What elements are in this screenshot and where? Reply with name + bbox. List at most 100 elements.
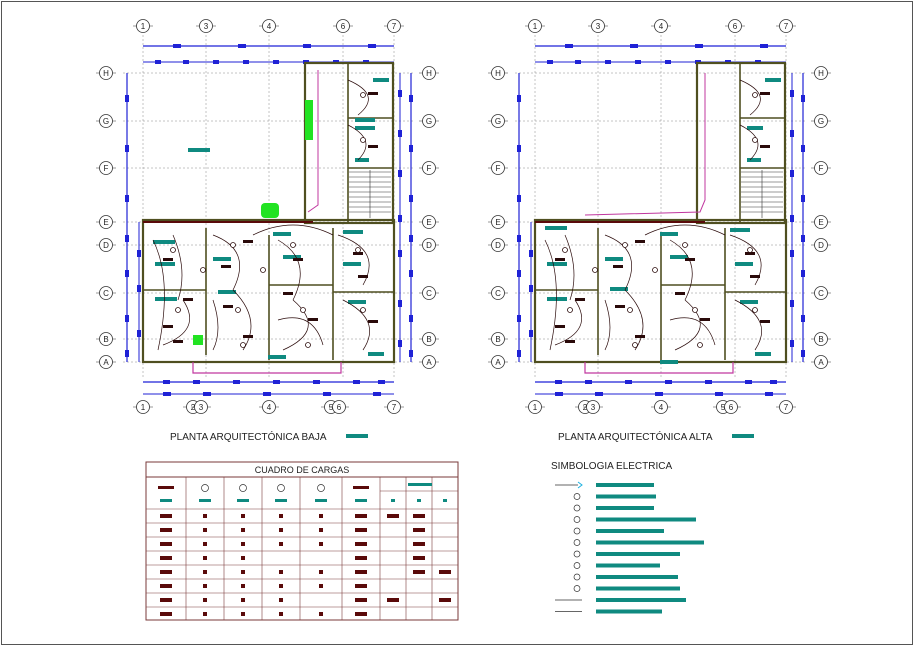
- grid-bubble-right: [422, 355, 436, 369]
- grid-bubble-right-label: B: [426, 335, 431, 344]
- load-table-value: [279, 514, 283, 518]
- grid-bubble-left: [491, 286, 505, 300]
- dimension-tag: [790, 340, 794, 347]
- load-table-value: [241, 598, 245, 602]
- load-table-header-tag: [408, 483, 432, 486]
- load-table-header-label: [158, 486, 174, 489]
- circuit-label: [745, 252, 755, 255]
- three-way-switch-symbol: [573, 516, 581, 523]
- light-fixture: [652, 267, 658, 273]
- dimension-tag: [409, 315, 413, 322]
- grid-bubble-left-label: G: [103, 117, 109, 126]
- grid-bubble-left: [491, 66, 505, 80]
- dimension-tag: [213, 60, 219, 64]
- upper-floor-title-tag: [732, 434, 754, 438]
- grid-bubble-left: [491, 355, 505, 369]
- circuit-wire: [739, 79, 761, 116]
- load-table-header-tag: [391, 499, 395, 502]
- dimension-tag: [705, 380, 712, 384]
- load-table-value: [319, 570, 323, 574]
- load-table-value: [160, 570, 172, 574]
- dimension-tag: [745, 380, 752, 384]
- dimension-tag: [715, 392, 723, 396]
- dimension-tag: [517, 235, 521, 242]
- light-fixture: [360, 137, 366, 143]
- grid-bubble-bottom-label: 2: [191, 403, 196, 412]
- grid-bubble-top-label: 6: [733, 22, 738, 31]
- dimension-tag: [790, 250, 794, 257]
- grid-bubble-right: [422, 238, 436, 252]
- grid-bubble-left-label: A: [495, 358, 501, 367]
- dimension-tag: [801, 315, 805, 322]
- circuit-wire: [669, 317, 716, 346]
- load-table-value: [279, 598, 283, 602]
- room-label-tag: [355, 118, 375, 122]
- circuit-wire: [277, 239, 301, 301]
- dimension-tag: [409, 270, 413, 277]
- circuit-label: [243, 335, 253, 338]
- light-fixture: [752, 92, 758, 98]
- light-fixture: [355, 247, 361, 253]
- load-table-value: [355, 542, 367, 546]
- load-table-value: [241, 514, 245, 518]
- load-table-value: [355, 528, 367, 532]
- dimension-tag: [760, 44, 768, 48]
- grid-bubble-bottom: [387, 400, 401, 414]
- grid-bubble-right: [422, 66, 436, 80]
- grid-bubble-right: [814, 114, 828, 128]
- dimension-tag: [517, 95, 521, 102]
- circuit-label: [243, 240, 253, 243]
- grid-bubble-right: [814, 332, 828, 346]
- grid-bubble-top-label: 4: [659, 22, 664, 31]
- dimension-tag: [529, 250, 533, 257]
- grid-bubble-right-label: G: [426, 117, 432, 126]
- double-outlet-symbol: [573, 573, 581, 581]
- dimension-tag: [398, 340, 402, 347]
- light-fixture: [627, 307, 633, 313]
- load-table-value: [319, 542, 323, 546]
- grid-bubble-top: [591, 19, 605, 33]
- dimension-tag: [323, 392, 331, 396]
- circuit-label: [283, 292, 293, 295]
- circuit-label: [223, 305, 233, 308]
- load-table-value: [279, 542, 283, 546]
- dimension-tag: [273, 60, 279, 64]
- grid-bubble-bottom: [654, 400, 668, 414]
- circuit-wire: [337, 234, 370, 286]
- load-table-value: [355, 598, 367, 602]
- dimension-tag: [630, 44, 638, 48]
- load-table-value: [355, 584, 367, 588]
- grid-bubble-bottom-label: 1: [533, 403, 538, 412]
- load-table-value: [203, 542, 207, 546]
- grid-bubble-top-label: 3: [596, 22, 601, 31]
- light-fixture: [305, 342, 311, 348]
- light-fixture: [682, 242, 688, 248]
- grid-bubble-bottom-label: 4: [659, 403, 664, 412]
- panel-symbol: [573, 493, 581, 500]
- grid-bubble-left: [99, 215, 113, 229]
- dimension-tag: [163, 392, 171, 396]
- dimension-tag: [529, 285, 533, 292]
- load-table-value: [413, 556, 425, 560]
- load-table-value: [203, 528, 207, 532]
- grid-bubble-top: [387, 19, 401, 33]
- room-label-tag: [218, 290, 236, 294]
- room-label-tag: [155, 297, 177, 301]
- circuit-label: [221, 265, 231, 268]
- grid-bubble-bottom-label: 5: [329, 403, 334, 412]
- load-table-value: [319, 612, 323, 616]
- grid-bubble-left: [99, 332, 113, 346]
- garden-shrub: [261, 203, 279, 218]
- switch-symbol: [573, 504, 581, 512]
- load-table-value: [413, 528, 425, 532]
- grid-bubble-left-label: H: [495, 69, 501, 78]
- garden-outline: [307, 70, 319, 213]
- load-table-frame: [145, 461, 459, 621]
- light-fixture: [290, 242, 296, 248]
- room-label-tag: [670, 255, 688, 259]
- load-table-value: [160, 514, 172, 518]
- grid-bubble-right-label: C: [818, 289, 824, 298]
- circuit-label: [368, 145, 378, 148]
- light-fixture: [567, 307, 573, 313]
- dimension-tag: [555, 380, 562, 384]
